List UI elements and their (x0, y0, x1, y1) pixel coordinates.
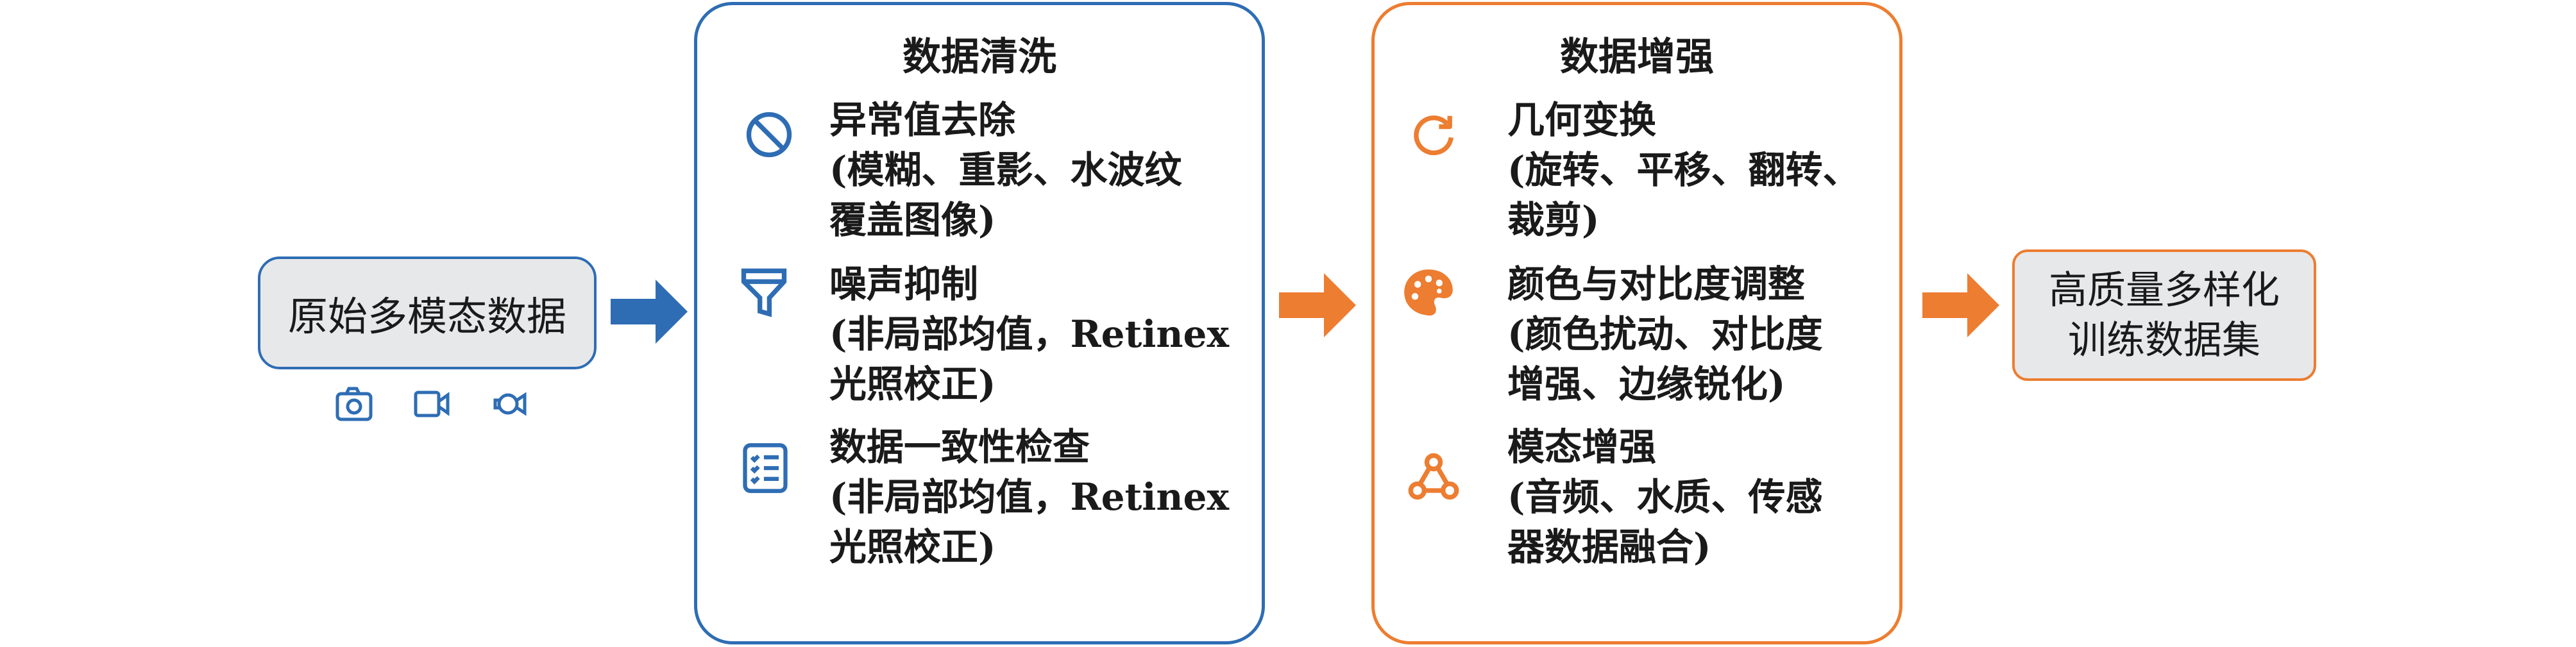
item-title: 几何变换 (1507, 98, 1657, 142)
checklist-icon (743, 443, 788, 493)
item-detail: (模糊、重影、水波纹 (829, 148, 1182, 192)
item-detail: 光照校正) (829, 525, 996, 569)
arrow-to-output (1922, 273, 1999, 337)
item-detail: 覆盖图像) (829, 198, 996, 242)
item-detail: (音频、水质、传感 (1507, 475, 1823, 519)
item-detail: (旋转、平移、翻转、 (1507, 148, 1860, 192)
data-augmentation-panel: 数据增强 几何变换 (旋转、平移、翻转、 裁剪) 颜色与对比度调整 (颜色扰动、… (1371, 2, 1902, 644)
filter-icon (741, 268, 787, 317)
output-label-line: 训练数据集 (2068, 317, 2260, 363)
item-title: 模态增强 (1507, 425, 1657, 469)
item-title: 数据一致性检查 (829, 425, 1090, 469)
source-data-label: 原始多模态数据 (287, 293, 566, 340)
data-cleaning-panel: 数据清洗 异常值去除 (模糊、重影、水波纹 覆盖图像) 噪声抑制 (非局部均值，… (694, 2, 1265, 644)
item-detail: (颜色扰动、对比度 (1507, 312, 1823, 356)
audio-sensor-icon (493, 392, 527, 416)
ban-icon (746, 112, 792, 158)
item-detail: 器数据融合) (1507, 525, 1711, 569)
item-detail: (非局部均值，Retinex (829, 312, 1230, 356)
output-dataset-box: 高质量多样化 训练数据集 (2012, 249, 2316, 381)
media-icons (334, 385, 531, 423)
item-title: 噪声抑制 (829, 262, 979, 306)
data-augmentation-title: 数据增强 (1560, 35, 1714, 80)
item-title: 异常值去除 (829, 98, 1016, 142)
source-data-box: 原始多模态数据 (258, 256, 597, 369)
item-title: 颜色与对比度调整 (1507, 262, 1806, 306)
item-detail: 裁剪) (1507, 198, 1600, 242)
output-label-line: 高质量多样化 (2049, 267, 2280, 313)
data-cleaning-title: 数据清洗 (902, 35, 1056, 80)
palette-icon (1404, 269, 1453, 316)
arrow-to-cleaning (611, 280, 688, 344)
camera-icon (335, 387, 373, 421)
video-icon (414, 391, 450, 417)
item-detail: 光照校正) (829, 362, 996, 406)
arrow-to-augmentation (1279, 273, 1356, 337)
network-icon (1408, 453, 1459, 500)
item-detail: (非局部均值，Retinex (829, 475, 1230, 519)
rotate-icon (1414, 115, 1453, 156)
item-detail: 增强、边缘锐化) (1507, 362, 1786, 406)
